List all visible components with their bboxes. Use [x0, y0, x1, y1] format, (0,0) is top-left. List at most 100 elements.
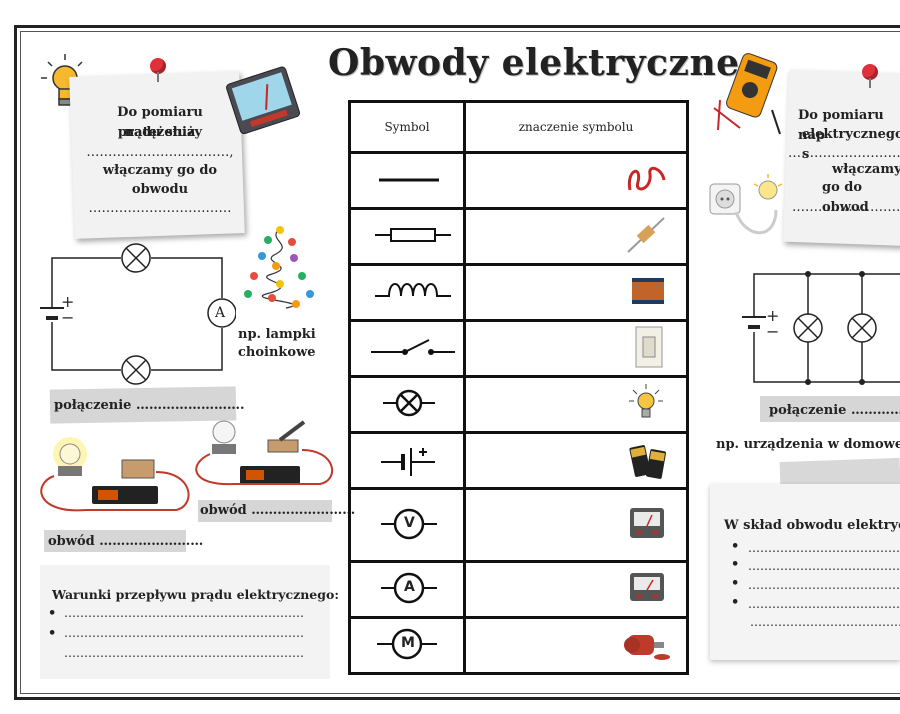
table-row [348, 207, 689, 266]
table-row: A [348, 560, 689, 619]
circuit-photo-lamp-on [40, 437, 190, 512]
answer-line[interactable]: …………………………………… [748, 541, 900, 555]
connection-label[interactable]: połączenie ……………………. [54, 398, 245, 413]
devices-label: np. urządzenia w domowej sie [716, 437, 900, 452]
note-line: włączamy [832, 162, 900, 177]
symbol-header: Symbol [348, 100, 466, 154]
answer-cell[interactable] [466, 322, 686, 375]
minus-sign: − [61, 308, 75, 327]
resistor-icon [627, 217, 665, 253]
bullet-point: • [731, 576, 740, 591]
red-cable-icon [627, 166, 666, 191]
bullet-point: • [731, 595, 740, 610]
resistor-symbol [375, 228, 451, 242]
answer-line[interactable]: ……………………………, [86, 145, 234, 160]
table-row [348, 263, 689, 322]
highlight-band [44, 530, 186, 552]
plus-sign: + [766, 306, 780, 325]
answer-line[interactable]: …………………………… [88, 201, 232, 216]
bullet-point: • [48, 626, 57, 641]
conditions-box [40, 565, 330, 679]
note-line: elektrycznego s [802, 127, 900, 162]
ammeter-symbol [381, 572, 437, 604]
pushpin-icon [862, 64, 878, 88]
battery-symbol [381, 448, 435, 476]
analog-meter-icon [226, 66, 301, 135]
batteries-icon [629, 445, 666, 479]
ammeter-letter: A [215, 305, 226, 321]
plus-sign: + [61, 292, 75, 311]
meaning-header: znaczenie symbolu [463, 100, 689, 154]
circuit-label[interactable]: obwód …………………… [48, 534, 204, 549]
answer-line[interactable]: …………………………… [792, 200, 900, 215]
composition-title: W skład obwodu elektryczne [724, 518, 900, 533]
answer-line[interactable]: …………………………………………………… [64, 646, 304, 660]
inner-frame [20, 31, 900, 694]
note-line: prądu służy [117, 125, 203, 140]
answer-cell[interactable] [466, 266, 686, 319]
motor-icon [624, 635, 670, 660]
note-line: włączamy go do [102, 163, 218, 178]
symbol-table: Symbol znaczenie symbolu V A M [348, 100, 689, 675]
pushpin-icon [150, 58, 166, 82]
answer-line[interactable]: …………………………………… [748, 597, 900, 611]
answer-line[interactable]: …………………………………………………… [64, 606, 304, 620]
switch-symbol [371, 339, 455, 355]
circuit-label[interactable]: obwód …………………… [200, 503, 356, 518]
ammeter-letter: A [404, 579, 415, 595]
motor-letter: M [401, 635, 415, 651]
answer-line[interactable]: …………………………………… [748, 559, 900, 573]
answer-line[interactable]: …………………………………… [750, 615, 900, 629]
note-line: Do pomiaru nap [798, 108, 884, 143]
table-row: M [348, 616, 689, 675]
wire-symbol [379, 178, 439, 182]
bullet-point: • [48, 606, 57, 621]
answer-cell[interactable] [466, 434, 686, 487]
minus-sign: − [766, 322, 780, 341]
voltmeter-letter: V [404, 515, 415, 531]
bullet-point: • [731, 557, 740, 572]
note-line: obwodu [131, 182, 189, 197]
highlight-band [760, 396, 900, 422]
parallel-circuit-diagram [742, 271, 900, 385]
ammeter-icon [630, 573, 664, 601]
connection-label[interactable]: połączenie ……………. [769, 403, 900, 418]
answer-line[interactable]: …………………………………… [748, 578, 900, 592]
circuit-photo-lamp-off [195, 420, 334, 486]
answer-cell[interactable] [466, 490, 686, 560]
bulb-icon [629, 384, 663, 418]
table-row: V [348, 487, 689, 563]
motor-symbol [377, 628, 437, 660]
answer-line[interactable]: …………………………………………………… [64, 626, 304, 640]
socket-lamp-icon [709, 174, 783, 235]
answer-cell[interactable] [466, 154, 686, 207]
highlight-band [198, 500, 332, 522]
conditions-title: Warunki przepływu prądu elektrycznego: [52, 587, 339, 602]
answer-cell[interactable] [466, 378, 686, 431]
lights-label: choinkowe [238, 345, 316, 360]
page-title: Obwody elektryczne [328, 42, 740, 84]
composition-paper [710, 484, 900, 660]
christmas-lights-icon [244, 226, 314, 309]
outer-frame [14, 25, 900, 700]
answer-cell[interactable] [466, 210, 686, 263]
table-row [348, 375, 689, 434]
bullet-point: • [731, 539, 740, 554]
coil-icon [632, 278, 664, 304]
table-row [348, 151, 689, 210]
series-circuit-diagram [40, 243, 236, 385]
voltmeter-symbol [381, 508, 437, 540]
answer-cell[interactable] [466, 619, 686, 672]
table-row [348, 431, 689, 490]
table-row [348, 319, 689, 378]
light-switch-icon [635, 326, 663, 368]
note-line: go do obwod [822, 180, 869, 215]
coil-symbol [375, 283, 451, 297]
answer-line[interactable]: …………………………… [788, 146, 900, 161]
lamp-symbol [383, 389, 435, 417]
lights-label: np. lampki [238, 327, 316, 342]
voltmeter-icon [630, 508, 664, 538]
multimeter-icon [713, 53, 781, 135]
answer-cell[interactable] [466, 563, 686, 616]
note-line: Do pomiaru natężenia [117, 105, 203, 140]
